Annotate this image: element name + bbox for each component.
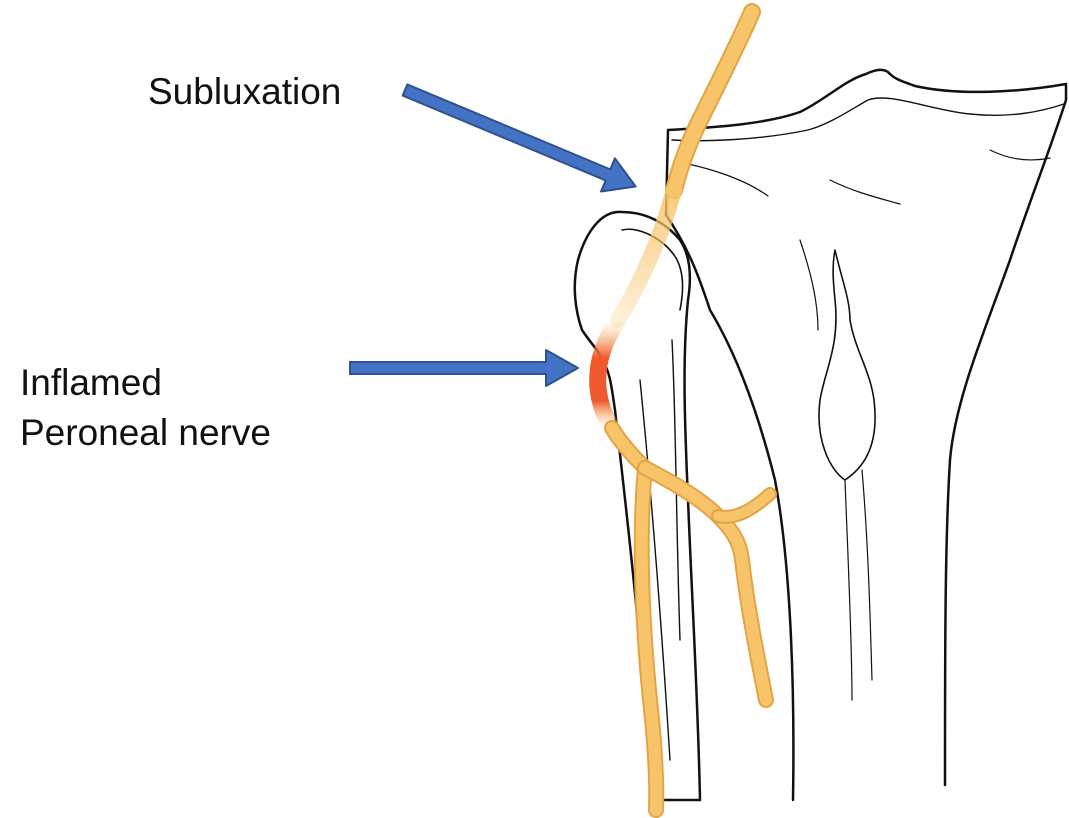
subluxation-label: Subluxation — [148, 67, 341, 117]
tibia-outline — [666, 70, 1066, 800]
inflamed-arrow — [350, 350, 578, 386]
subluxation-arrow — [398, 73, 643, 203]
inflamed-nerve-label-line1: Inflamed — [20, 358, 271, 408]
inflamed-nerve-label-line2: Peroneal nerve — [20, 408, 271, 458]
tibia-bone — [666, 70, 1066, 800]
arrow-right-icon — [398, 73, 643, 203]
inflamed-nerve-label: Inflamed Peroneal nerve — [20, 358, 271, 458]
arrow-right-icon — [350, 350, 578, 386]
